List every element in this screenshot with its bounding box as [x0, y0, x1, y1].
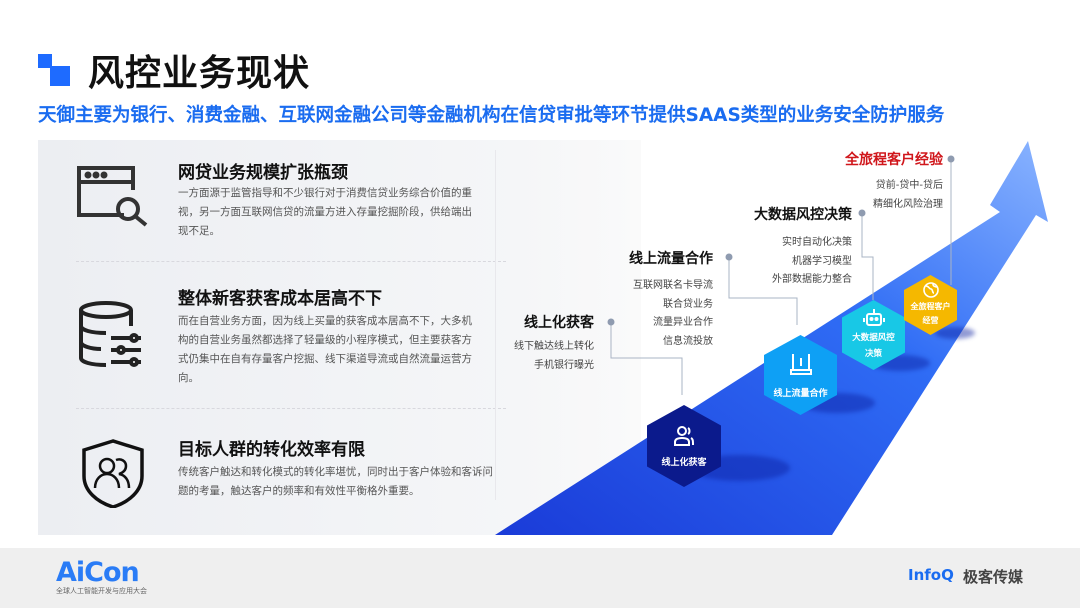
- divider: [76, 408, 506, 409]
- infoq-logo: InfoQ: [908, 566, 954, 584]
- page-title: 风控业务现状: [88, 53, 311, 94]
- hex-label: 线上流量合作: [773, 388, 828, 399]
- stage-item: 外部数据能力整合: [772, 274, 852, 285]
- stage-item: 手机银行曝光: [534, 360, 594, 371]
- stage-hex: 线上流量合作: [764, 335, 837, 415]
- stage-item: 机器学习模型: [792, 256, 852, 267]
- divider: [76, 261, 506, 262]
- stage-item: 实时自动化决策: [782, 237, 852, 248]
- hex-shadow: [935, 327, 975, 339]
- stage-title: 线上流量合作: [629, 251, 713, 267]
- challenge-title: 目标人群的转化效率有限: [178, 440, 365, 460]
- challenge-title: 整体新客获客成本居高不下: [178, 289, 382, 309]
- stage-item: 联合贷业务: [663, 299, 713, 310]
- title-decoration: [50, 66, 70, 86]
- shield-users-icon: [82, 439, 144, 508]
- challenge-desc: 而在自营业务方面，因为线上买量的获客成本居高不下，大多机构的自营业务虽然都选择了…: [178, 315, 472, 384]
- stage-item: 贷前-贷中-贷后: [875, 180, 943, 191]
- stage-item: 信息流投放: [663, 336, 713, 347]
- globe-icon: [922, 282, 939, 298]
- stage-title: 全旅程客户经验: [845, 152, 943, 168]
- stage-item: 流量异业合作: [653, 317, 713, 328]
- divider: [495, 150, 496, 500]
- challenge-desc: 传统客户触达和转化模式的转化率堪忧，同时出于客户体验和客诉问题的考量，触达客户的…: [178, 466, 493, 497]
- footer: [0, 548, 1080, 608]
- database-settings-icon: [79, 301, 141, 367]
- stage-item: 精细化风险治理: [873, 199, 943, 210]
- users-icon: [674, 425, 694, 446]
- challenge-desc: 一方面源于监管指导和不少银行对于消费信贷业务综合价值的重视，另一方面互联网信贷的…: [178, 187, 472, 237]
- infoq-name: 极客传媒: [963, 568, 1024, 586]
- aicon-subtitle: 全球人工智能开发与应用大会: [56, 587, 147, 595]
- robot-icon: [862, 309, 885, 326]
- stage-item: 线下触达线上转化: [514, 341, 594, 352]
- stage-item: 互联网联名卡导流: [633, 280, 713, 291]
- stage-title: 大数据风控决策: [754, 207, 852, 223]
- stage-title: 线上化获客: [524, 315, 594, 331]
- router-icon: [789, 353, 812, 375]
- hex-label: 全旅程客户经营: [910, 302, 951, 325]
- challenges-panel: 网贷业务规模扩张瓶颈 一方面源于监管指导和不少银行对于消费信贷业务综合价值的重视…: [38, 140, 641, 535]
- browser-search-icon: [77, 166, 148, 227]
- aicon-logo: AiCon: [56, 557, 140, 588]
- hex-label: 大数据风控决策: [852, 333, 895, 359]
- page-subtitle: 天御主要为银行、消费金融、互联网金融公司等金融机构在信贷审批等环节提供SAAS类…: [38, 105, 945, 126]
- challenge-title: 网贷业务规模扩张瓶颈: [178, 163, 348, 183]
- title-decoration: [38, 54, 52, 68]
- hex-label: 线上化获客: [661, 457, 707, 468]
